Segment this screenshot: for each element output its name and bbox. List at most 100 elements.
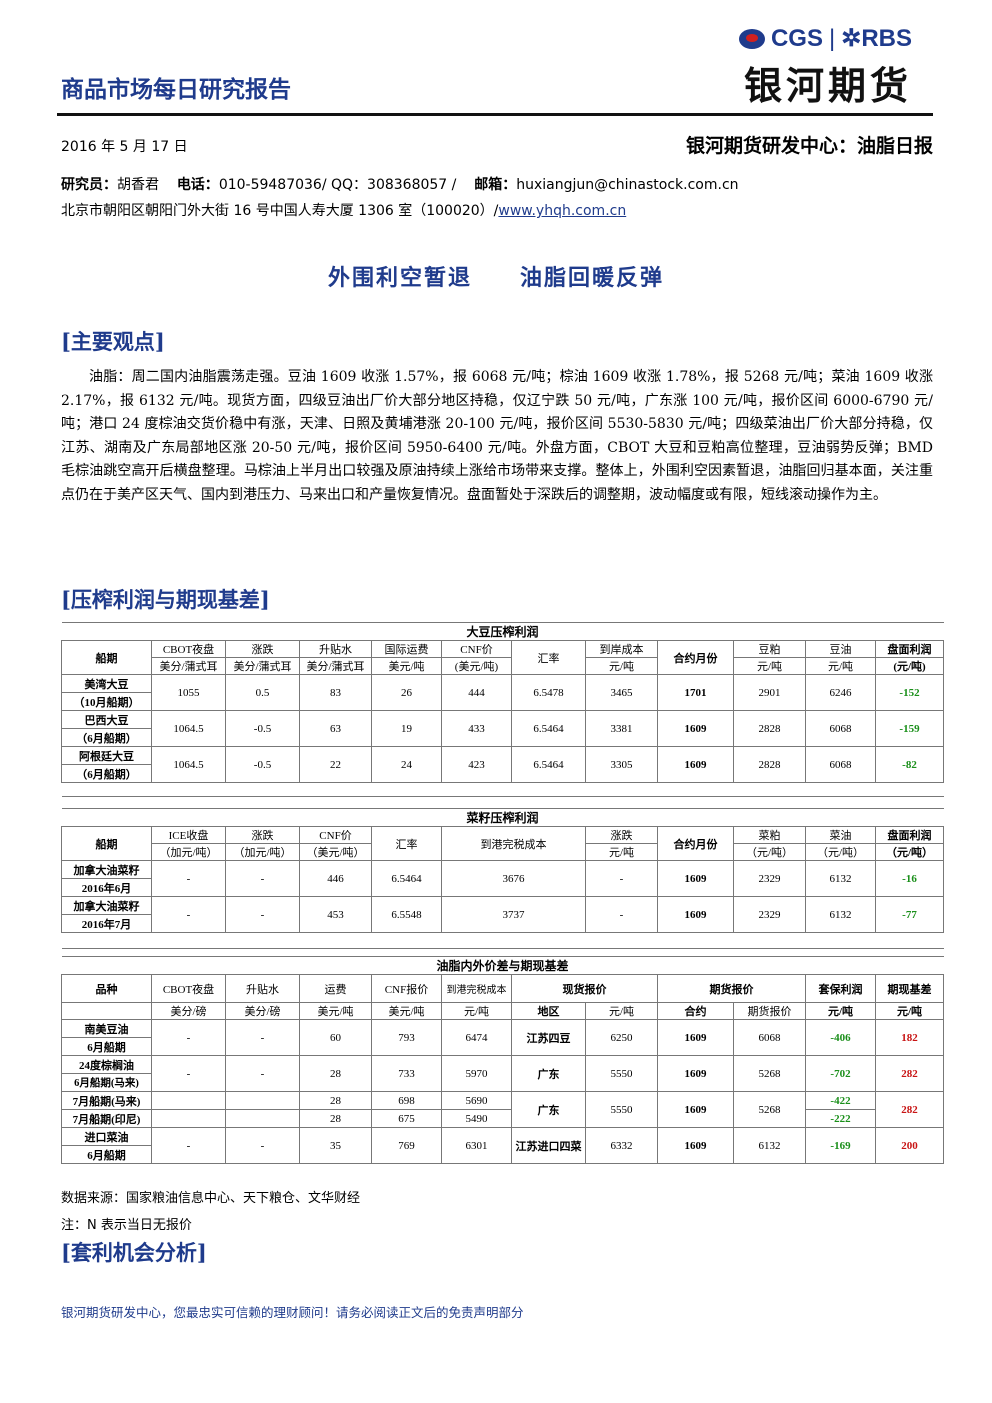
soy-header-10: 豆油 <box>805 640 876 658</box>
oil-unit: 美元/吨 <box>299 1002 372 1020</box>
soy-cell: 444 <box>441 674 512 711</box>
rapeseed-cell: 2329 <box>733 896 806 933</box>
soy-cell: 0.5 <box>225 674 300 711</box>
oil-basis: 282 <box>874 1055 945 1092</box>
soy-unit: 元/吨 <box>585 657 658 675</box>
soy-cell: 1064.5 <box>151 746 226 783</box>
oil-hedge: -702 <box>805 1055 876 1092</box>
oil-cell: - <box>225 1055 300 1092</box>
oil-unit: 美元/吨 <box>371 1002 442 1020</box>
oil-header-6: 现货报价 <box>511 974 658 1003</box>
rapeseed-header-4: 汇率 <box>371 826 442 861</box>
researcher-name: 胡香君 <box>117 177 159 193</box>
rapeseed-header-9: 菜油 <box>805 826 876 844</box>
soy-cell: 6246 <box>805 674 876 711</box>
email-value: huxiangjun@chinastock.com.cn <box>516 177 739 193</box>
soy-cell: 24 <box>371 746 442 783</box>
rapeseed-header-7: 合约月份 <box>657 826 734 861</box>
rapeseed-row-name: 加拿大油菜籽 <box>61 860 152 879</box>
soy-unit: (美元/吨) <box>441 657 512 675</box>
rapeseed-cell: 446 <box>299 860 372 897</box>
oil-cell: 698 <box>371 1091 442 1110</box>
oil-hedge: -406 <box>805 1019 876 1056</box>
oil-contract: 1609 <box>657 1127 734 1164</box>
researcher-label: 研究员： <box>61 177 117 193</box>
soy-cell: 1055 <box>151 674 226 711</box>
soy-cell: 2828 <box>733 710 806 747</box>
soy-cell: 1064.5 <box>151 710 226 747</box>
oil-row-name: 7月船期(马来) <box>61 1091 152 1110</box>
oil-cell: 28 <box>299 1055 372 1092</box>
report-title: 商品市场每日研究报告 <box>61 77 291 103</box>
soy-cell: 423 <box>441 746 512 783</box>
soy-unit: 美元/吨 <box>371 657 442 675</box>
oil-spot: 5550 <box>585 1055 658 1092</box>
cgs-logo-icon <box>738 28 765 49</box>
soy-row-name: 美湾大豆 <box>61 674 152 693</box>
oil-header-7: 期货报价 <box>657 974 806 1003</box>
oil-cell: 5490 <box>441 1109 512 1128</box>
oil-cell: 5970 <box>441 1055 512 1092</box>
soy-cell: 6.5478 <box>511 674 586 711</box>
oil-unit: 地区 <box>511 1002 586 1020</box>
rapeseed-header-6: 涨跌 <box>585 826 658 844</box>
oil-unit: 元/吨 <box>805 1002 876 1020</box>
rapeseed-cell: - <box>585 860 658 897</box>
oil-cell: 28 <box>299 1091 372 1110</box>
oil-cell: - <box>151 1055 226 1092</box>
oil-cell <box>225 1109 300 1128</box>
rapeseed-cell: 6.5548 <box>371 896 442 933</box>
soy-cell: 83 <box>299 674 372 711</box>
website-link[interactable]: www.yhqh.com.cn <box>498 203 627 219</box>
soy-row-name: 巴西大豆 <box>61 710 152 729</box>
oil-contract: 1609 <box>657 1019 734 1056</box>
soy-unit: 美分/蒲式耳 <box>299 657 372 675</box>
oil-header-3: 运费 <box>299 974 372 1003</box>
oil-unit: 美分/磅 <box>225 1002 300 1020</box>
rapeseed-cell: 453 <box>299 896 372 933</box>
table-spacer <box>61 782 944 797</box>
oil-basis: 200 <box>874 1127 945 1164</box>
oil-cell: 5690 <box>441 1091 512 1110</box>
rbs-star-icon: ✲ <box>841 25 862 52</box>
soy-header-7: 到岸成本 <box>585 640 658 658</box>
logo-cgs: CGS <box>770 24 823 52</box>
oil-table-title: 油脂内外价差与期现基差 <box>61 956 944 975</box>
soy-profit: -82 <box>874 746 945 783</box>
oil-header-2: 升贴水 <box>225 974 300 1003</box>
rapeseed-cell: - <box>225 860 300 897</box>
oil-unit: 美分/磅 <box>151 1002 226 1020</box>
report-center: 银河期货研发中心：油脂日报 <box>685 135 933 157</box>
table-note: 注：N 表示当日无报价 <box>61 1218 192 1233</box>
address-info: 北京市朝阳区朝阳门外大街 16 号中国人寿大厦 1306 室（100020）/w… <box>61 200 626 220</box>
oil-region: 江苏四豆 <box>511 1019 586 1056</box>
oil-cell: 769 <box>371 1127 442 1164</box>
rapeseed-cell: - <box>225 896 300 933</box>
rapeseed-profit: -16 <box>875 860 944 897</box>
oil-row-shipping: 6月船期 <box>61 1145 152 1164</box>
rapeseed-cell: 6132 <box>805 860 876 897</box>
soy-profit: -152 <box>874 674 945 711</box>
rapeseed-row-name: 加拿大油菜籽 <box>61 896 152 915</box>
rapeseed-cell: 6132 <box>805 896 876 933</box>
rapeseed-unit: （元/吨） <box>875 843 944 861</box>
soy-cell: 19 <box>371 710 442 747</box>
oil-cell: 28 <box>299 1109 372 1128</box>
rapeseed-profit: -77 <box>875 896 944 933</box>
oil-hedge: -169 <box>805 1127 876 1164</box>
oil-cell <box>151 1109 226 1128</box>
oil-spread-table: 油脂内外价差与期现基差 品种 CBOT夜盘 升贴水 运费 CNF报价 到港完税成… <box>61 956 945 1164</box>
oil-contract: 1609 <box>657 1091 734 1128</box>
logo-rbs: ✲RBS <box>841 25 912 52</box>
address-text: 北京市朝阳区朝阳门外大街 16 号中国人寿大厦 1306 室（100020）/ <box>61 203 499 219</box>
soy-header-5: CNF价 <box>441 640 512 658</box>
rapeseed-crush-table: 菜籽压榨利润 船期 ICE收盘 涨跌 CNF价 汇率 到港完税成本 涨跌 合约月… <box>61 808 944 949</box>
rapeseed-header-3: CNF价 <box>299 826 372 844</box>
soy-header-6: 汇率 <box>511 640 586 675</box>
oil-cell: 6474 <box>441 1019 512 1056</box>
soy-cell: 2901 <box>733 674 806 711</box>
soy-cell: -0.5 <box>225 710 300 747</box>
report-date: 2016 年 5 月 17 日 <box>61 139 188 155</box>
soy-header-8: 合约月份 <box>657 640 734 675</box>
rapeseed-cell: 2329 <box>733 860 806 897</box>
